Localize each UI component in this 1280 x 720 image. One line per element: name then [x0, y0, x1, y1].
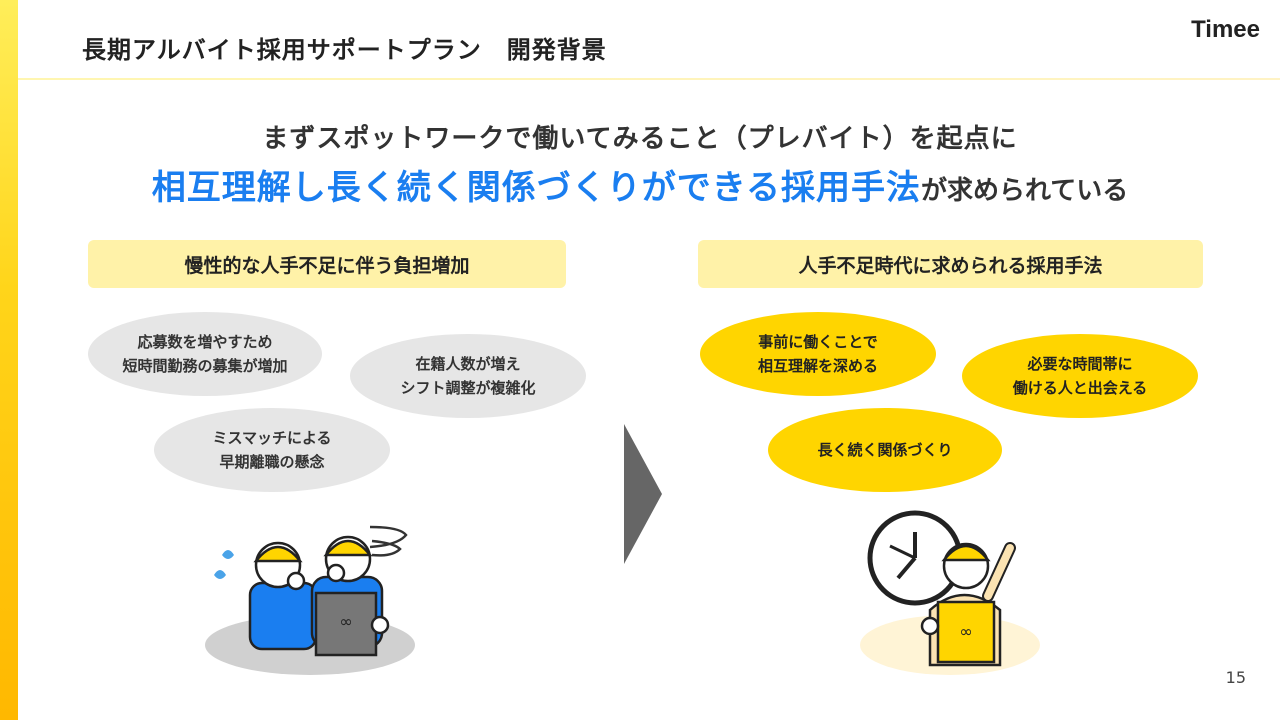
headline-rest: が求められている [921, 176, 1129, 206]
happy-worker-illustration: ∞ [860, 510, 1040, 675]
right-section-header: 人手不足時代に求められる採用手法 [698, 240, 1203, 288]
headline-highlight: 相互理解し長く続く関係づくりができる採用手法 [151, 168, 922, 208]
right-bubble-3: 長く続く関係づくり [768, 408, 1002, 492]
left-bubble-3: ミスマッチによる 早期離職の懸念 [154, 408, 390, 492]
right-bubble-1: 事前に働くことで 相互理解を深める [700, 312, 936, 396]
stressed-workers-illustration: ∞ [205, 525, 415, 675]
timee-logo: Timee [1191, 16, 1260, 43]
page-number: 15 [1225, 668, 1246, 687]
svg-text:∞: ∞ [339, 612, 352, 631]
header-divider [18, 78, 1280, 80]
left-section-header: 慢性的な人手不足に伴う負担増加 [88, 240, 566, 288]
headline-line1: まずスポットワークで働いてみること（プレバイト）を起点に [262, 124, 1018, 154]
left-bubble-2: 在籍人数が増え シフト調整が複雑化 [350, 334, 586, 418]
left-accent-bar [0, 0, 18, 720]
svg-text:∞: ∞ [959, 622, 972, 641]
right-bubble-2: 必要な時間帯に 働ける人と出会える [962, 334, 1198, 418]
arrow-right-icon [624, 424, 662, 564]
left-bubble-1: 応募数を増やすため 短時間勤務の募集が増加 [88, 312, 322, 396]
headline-line2: 相互理解し長く続く関係づくりができる採用手法が求められている [0, 160, 1280, 209]
slide-title: 長期アルバイト採用サポートプラン 開発背景 [82, 36, 607, 64]
